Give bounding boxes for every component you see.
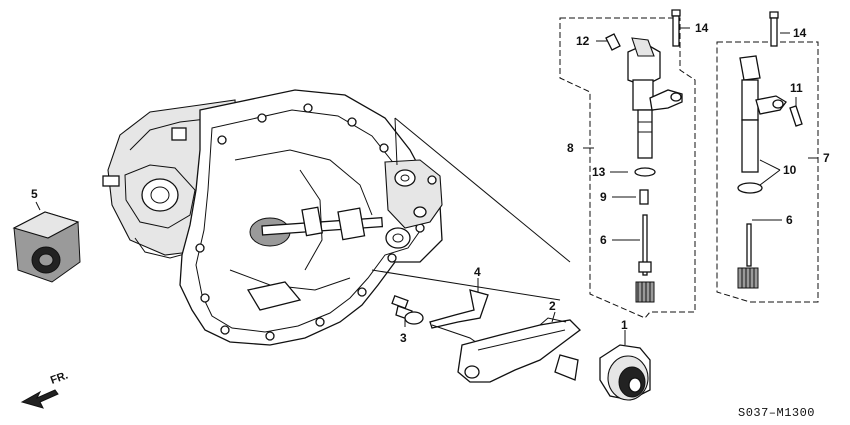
part-4-clip-spring	[429, 289, 489, 346]
callout-labels: 1 2 3 4 5 6 6 7 8 9 10 11 12 13 14 14	[31, 21, 830, 345]
callout-12: 12	[576, 34, 590, 48]
callout-7: 7	[823, 151, 830, 165]
callout-2: 2	[549, 299, 556, 313]
callout-6a: 6	[600, 233, 607, 247]
leader-lines	[35, 17, 819, 345]
callout-13: 13	[592, 165, 606, 179]
callout-10: 10	[783, 163, 797, 177]
part-2-release-fork	[457, 317, 581, 383]
transmission-housing	[102, 89, 443, 346]
group-8-speed-sensor	[605, 9, 683, 303]
callout-14b: 14	[793, 26, 807, 40]
group-7-speed-sensor	[737, 11, 803, 289]
front-direction-arrow: FR.	[20, 369, 70, 409]
part-5-mount	[12, 211, 81, 283]
front-direction-label: FR.	[49, 369, 70, 386]
callout-11: 11	[790, 81, 803, 95]
callout-3: 3	[400, 331, 407, 345]
callout-1: 1	[621, 318, 628, 332]
part-3-pivot-bolt	[391, 295, 424, 325]
callout-6b: 6	[786, 213, 793, 227]
callout-4: 4	[474, 265, 481, 279]
part-1-release-bearing	[599, 344, 651, 401]
callout-14a: 14	[695, 21, 709, 35]
callout-8: 8	[567, 141, 574, 155]
callout-5: 5	[31, 187, 38, 201]
diagram-code: S037–M1300	[738, 406, 815, 420]
callout-9: 9	[600, 190, 607, 204]
